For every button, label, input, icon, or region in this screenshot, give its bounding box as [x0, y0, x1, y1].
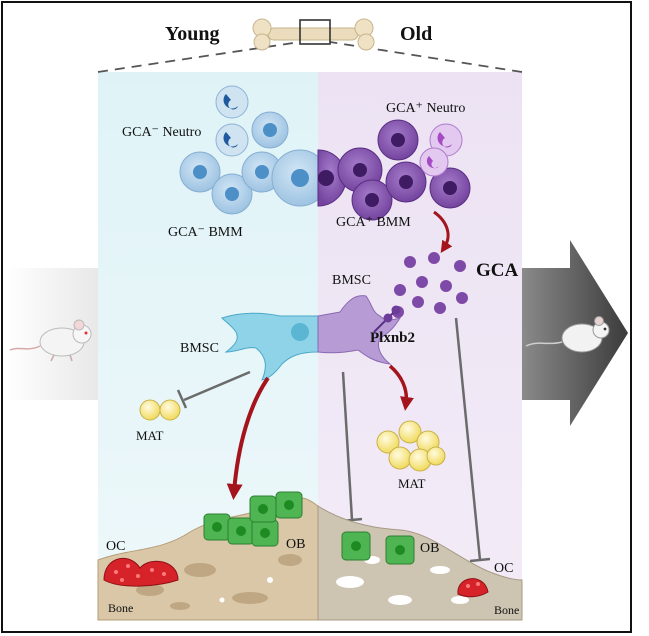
young-bmm-label: GCA⁻ BMM — [168, 225, 243, 240]
femur-bone-icon — [252, 18, 375, 51]
young-ob-label: OB — [286, 537, 305, 552]
old-bmsc-cell — [317, 295, 402, 365]
young-oc-label: OC — [106, 539, 125, 554]
young-ob-cells — [203, 491, 303, 547]
old-mat-label: MAT — [398, 476, 426, 491]
young-neutrophils — [215, 85, 249, 157]
young-bmsc-to-ob-arrow — [226, 376, 270, 500]
old-neutrophils — [419, 123, 463, 177]
young-bone-label: Bone — [108, 601, 133, 615]
gca-inhibits-oc — [454, 317, 491, 563]
old-bone-texture — [336, 556, 469, 605]
old-bone-label: Bone — [494, 603, 519, 617]
young-oc-cells — [103, 558, 179, 587]
old-bmsc-label: BMSC — [332, 273, 371, 288]
young-mat-label: MAT — [136, 428, 164, 443]
young-mouse-icon — [9, 319, 92, 362]
gca-dots — [392, 252, 468, 318]
young-bone-texture — [136, 554, 302, 610]
plxnb2-receptor-icon — [373, 305, 401, 333]
gca-label: GCA — [476, 260, 519, 281]
young-bmsc-label: BMSC — [180, 341, 219, 356]
bmm-to-gca-arrow — [433, 210, 453, 253]
young-bmsc-nucleus — [291, 323, 309, 341]
young-mat-cells — [139, 399, 181, 421]
old-ob-cells — [341, 531, 415, 565]
old-bmm-cluster — [317, 119, 471, 221]
young-neutro-label: GCA⁻ Neutro — [122, 125, 201, 140]
old-neutro-label: GCA⁺ Neutro — [386, 101, 465, 116]
old-bmm-label: GCA⁺ BMM — [336, 215, 411, 230]
old-oc-label: OC — [494, 561, 513, 576]
old-ob-label: OB — [420, 541, 439, 556]
old-bmsc-to-mat-arrow — [388, 364, 414, 411]
old-title: Old — [400, 23, 432, 45]
old-mouse-icon — [525, 316, 610, 353]
young-bmm-cluster — [179, 111, 329, 215]
old-mat-cells — [376, 420, 446, 472]
plxnb2-label: Plxnb2 — [370, 330, 415, 346]
young-title: Young — [165, 23, 219, 45]
old-oc-cell — [457, 578, 489, 598]
young-bmsc-inhibits-mat — [176, 370, 251, 409]
